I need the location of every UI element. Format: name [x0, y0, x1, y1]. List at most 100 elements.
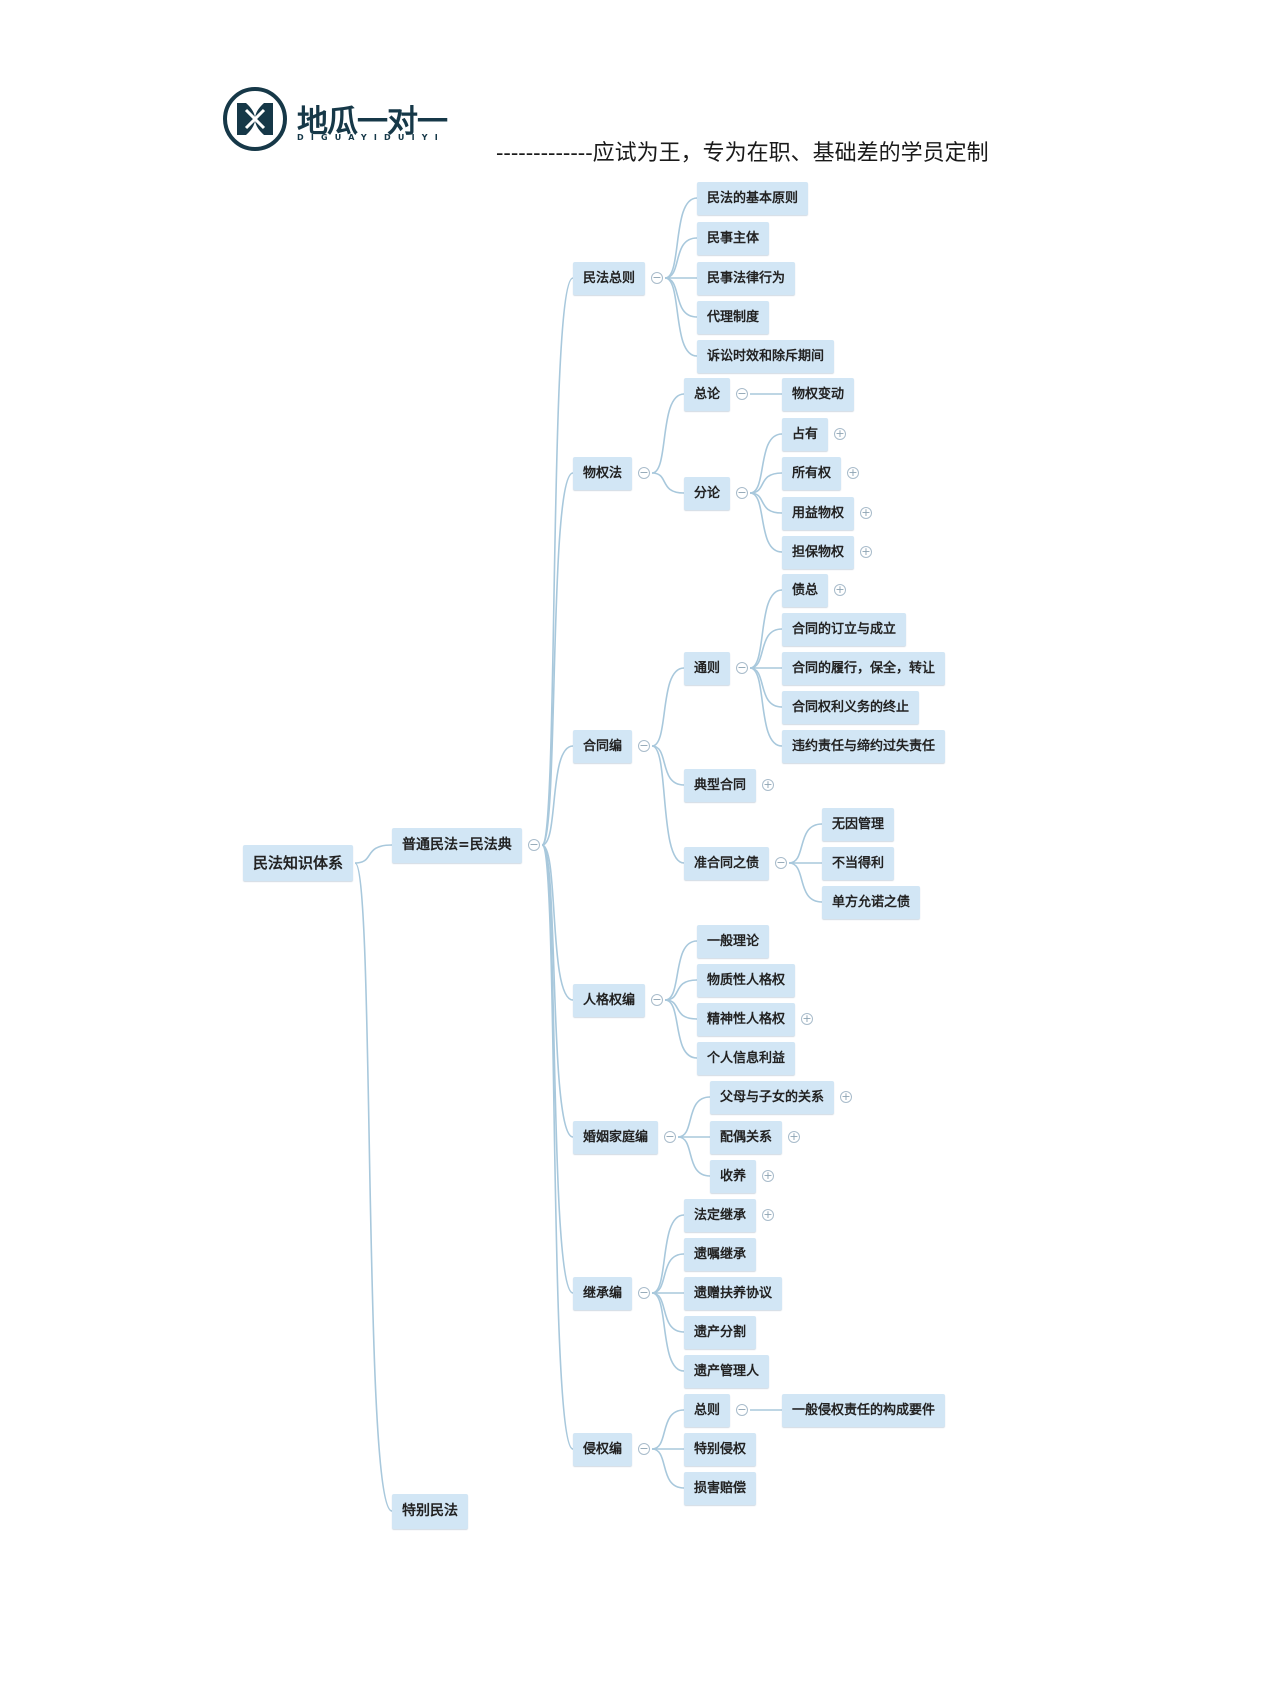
mindmap-node[interactable]: 民事法律行为: [697, 261, 796, 295]
collapse-toggle-icon[interactable]: −: [736, 486, 748, 499]
expand-toggle-icon[interactable]: +: [762, 1208, 774, 1221]
mindmap-node[interactable]: 继承编: [573, 1276, 633, 1310]
mindmap-node[interactable]: 合同的订立与成立: [782, 612, 907, 646]
connector-line: [664, 277, 698, 357]
slogan-text: -------------应试为王，专为在职、基础差的学员定制: [496, 141, 989, 166]
mindmap-node[interactable]: 用益物权: [782, 496, 855, 530]
connector-line: [664, 979, 698, 1001]
connector-line: [541, 844, 574, 1138]
mindmap-node[interactable]: 债总: [782, 573, 829, 607]
connector-line: [651, 1214, 685, 1294]
mindmap-node[interactable]: 准合同之债: [684, 846, 770, 880]
mindmap-node[interactable]: 总则: [684, 1393, 731, 1427]
mindmap-node[interactable]: 合同的履行，保全，转让: [782, 651, 946, 685]
collapse-toggle-icon[interactable]: −: [638, 739, 650, 752]
connector-line: [651, 1409, 685, 1450]
mindmap-node[interactable]: 精神性人格权: [697, 1002, 796, 1036]
expand-toggle-icon[interactable]: +: [840, 1090, 852, 1103]
mindmap-node[interactable]: 特别民法: [392, 1493, 468, 1529]
connector-line: [749, 628, 783, 669]
mindmap-node[interactable]: 民法总则: [573, 261, 646, 295]
mindmap-node[interactable]: 民事主体: [697, 221, 770, 255]
expand-toggle-icon[interactable]: +: [834, 583, 846, 596]
collapse-toggle-icon[interactable]: −: [736, 661, 748, 674]
collapse-toggle-icon[interactable]: −: [638, 1442, 650, 1455]
connector-line: [749, 472, 783, 494]
connector-line: [541, 844, 574, 1450]
connector-line: [749, 589, 783, 669]
collapse-toggle-icon[interactable]: −: [736, 1403, 748, 1416]
expand-toggle-icon[interactable]: +: [801, 1012, 813, 1025]
collapse-toggle-icon[interactable]: −: [528, 838, 540, 851]
mindmap-node[interactable]: 总论: [684, 377, 731, 411]
brand-name: 地瓜一对一: [297, 104, 448, 140]
connector-line: [677, 1136, 711, 1177]
mindmap-node[interactable]: 遗赠扶养协议: [684, 1276, 783, 1310]
mindmap-node[interactable]: 损害赔偿: [684, 1471, 757, 1505]
connector-line: [651, 745, 685, 786]
expand-toggle-icon[interactable]: +: [860, 506, 872, 519]
mindmap-node[interactable]: 遗嘱继承: [684, 1237, 757, 1271]
mindmap-node[interactable]: 分论: [684, 476, 731, 510]
mindmap-node[interactable]: 人格权编: [573, 983, 646, 1017]
mindmap-node[interactable]: 民法的基本原则: [697, 181, 809, 215]
mindmap-node[interactable]: 特别侵权: [684, 1432, 757, 1466]
connector-line: [541, 844, 574, 1001]
mindmap-node[interactable]: 物权法: [573, 456, 633, 490]
mindmap-node[interactable]: 合同编: [573, 729, 633, 763]
mindmap-node[interactable]: 遗产管理人: [684, 1354, 770, 1388]
brand-pinyin: DIGUAYIDUIYI: [297, 133, 445, 142]
connector-line: [664, 940, 698, 1001]
mindmap-node[interactable]: 遗产分割: [684, 1315, 757, 1349]
mindmap-node[interactable]: 婚姻家庭编: [573, 1120, 659, 1154]
mindmap-node[interactable]: 普通民法=民法典: [392, 827, 522, 863]
connector-line: [749, 667, 783, 747]
mindmap-node[interactable]: 一般侵权责任的构成要件: [782, 1393, 946, 1427]
collapse-toggle-icon[interactable]: −: [736, 387, 748, 400]
mindmap-node[interactable]: 通则: [684, 651, 731, 685]
expand-toggle-icon[interactable]: +: [860, 545, 872, 558]
mindmap-node[interactable]: 单方允诺之债: [822, 885, 921, 919]
collapse-toggle-icon[interactable]: −: [664, 1130, 676, 1143]
connector-line: [788, 862, 823, 903]
collapse-toggle-icon[interactable]: −: [651, 993, 663, 1006]
collapse-toggle-icon[interactable]: −: [775, 856, 787, 869]
collapse-toggle-icon[interactable]: −: [638, 1286, 650, 1299]
mindmap-node[interactable]: 物质性人格权: [697, 963, 796, 997]
mindmap-node[interactable]: 占有: [782, 417, 829, 451]
mindmap-node[interactable]: 担保物权: [782, 535, 855, 569]
mindmap-node[interactable]: 代理制度: [697, 300, 770, 334]
connector-line: [651, 1292, 685, 1333]
mindmap-node[interactable]: 典型合同: [684, 768, 757, 802]
mindmap-node[interactable]: 物权变动: [782, 377, 855, 411]
expand-toggle-icon[interactable]: +: [847, 466, 859, 479]
connector-line: [541, 472, 574, 846]
mindmap-node[interactable]: 收养: [710, 1159, 757, 1193]
collapse-toggle-icon[interactable]: −: [638, 466, 650, 479]
mindmap-node[interactable]: 合同权利义务的终止: [782, 690, 920, 724]
mindmap-node[interactable]: 不当得利: [822, 846, 895, 880]
mindmap-node[interactable]: 侵权编: [573, 1432, 633, 1466]
mindmap-node[interactable]: 父母与子女的关系: [710, 1080, 835, 1114]
connector-line: [677, 1096, 711, 1138]
connector-line: [651, 1448, 685, 1489]
mindmap-root-node[interactable]: 民法知识体系: [243, 845, 354, 881]
connector-line: [664, 237, 698, 279]
mindmap-node[interactable]: 诉讼时效和除斥期间: [697, 339, 835, 373]
mindmap-node[interactable]: 法定继承: [684, 1198, 757, 1232]
connector-line: [749, 667, 783, 708]
connector-line: [651, 1292, 685, 1372]
connector-line: [664, 277, 698, 318]
mindmap-node[interactable]: 所有权: [782, 456, 842, 490]
mindmap-node[interactable]: 无因管理: [822, 807, 895, 841]
mindmap-node[interactable]: 个人信息利益: [697, 1041, 796, 1075]
mindmap-node[interactable]: 配偶关系: [710, 1120, 783, 1154]
mindmap-node[interactable]: 违约责任与缔约过失责任: [782, 729, 946, 763]
expand-toggle-icon[interactable]: +: [834, 427, 846, 440]
expand-toggle-icon[interactable]: +: [762, 1169, 774, 1182]
expand-toggle-icon[interactable]: +: [788, 1130, 800, 1143]
expand-toggle-icon[interactable]: +: [762, 778, 774, 791]
mindmap-node[interactable]: 一般理论: [697, 924, 770, 958]
collapse-toggle-icon[interactable]: −: [651, 271, 663, 284]
